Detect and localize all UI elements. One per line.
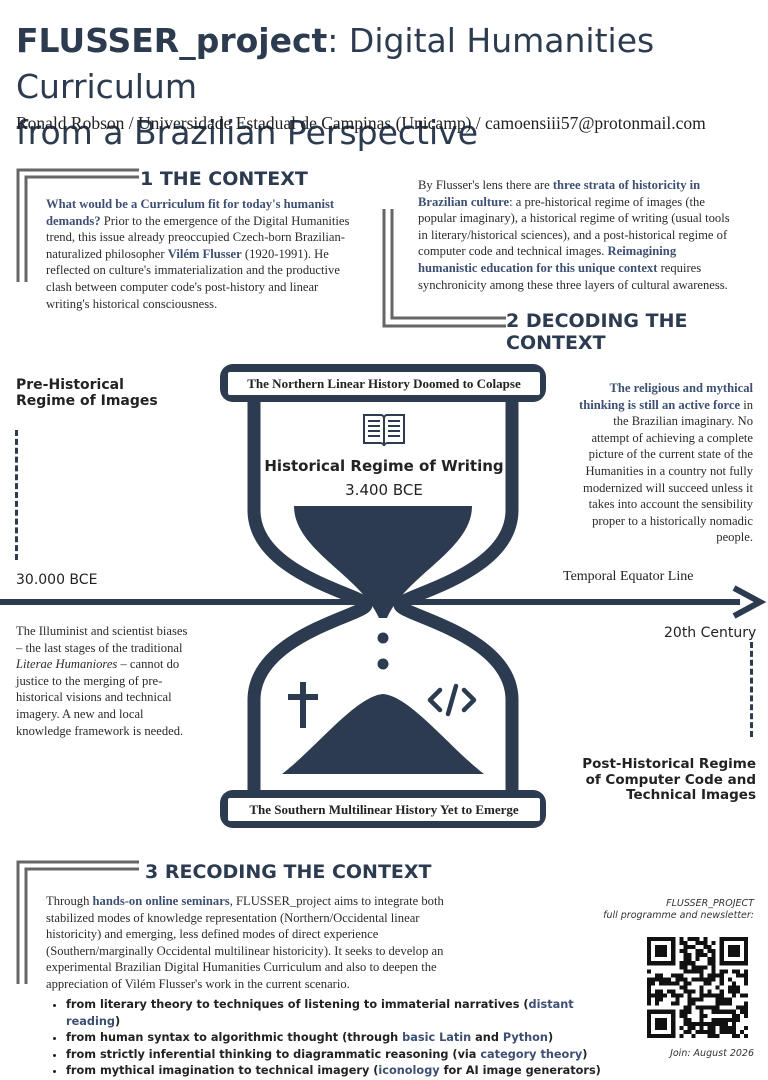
post-historical-label-1: Post-Historical Regime: [582, 756, 756, 772]
qr-caption: FLUSSER_PROJECT full programme and newsl…: [600, 898, 754, 922]
join-date: Join: August 2026: [670, 1048, 754, 1059]
list-item: from strictly inferential thinking to di…: [66, 1047, 606, 1064]
section-3-text: Through hands-on online seminars, FLUSSE…: [46, 893, 476, 993]
pre-historical-dash: [15, 430, 18, 560]
pre-historical-label: Pre-Historical Regime of Images: [16, 377, 158, 409]
writing-regime-label: Historical Regime of Writing: [264, 457, 504, 475]
religious-thinking-text: The religious and mythical thinking is s…: [578, 380, 753, 546]
qr-code[interactable]: [647, 937, 748, 1038]
section-3-text-a: Through: [46, 894, 93, 908]
page-title: FLUSSER_project: Digital Humanities Curr…: [16, 18, 761, 156]
title-brand: FLUSSER_project: [16, 21, 328, 60]
equator-label: Temporal Equator Line: [563, 569, 694, 584]
book-icon: [363, 414, 405, 447]
post-historical-label-2: of Computer Code and: [585, 771, 756, 788]
section-3-text-b: , FLUSSER_project aims to integrate both…: [46, 894, 444, 991]
list-item: from human syntax to algorithmic thought…: [66, 1030, 606, 1047]
section-2-highlight-1: three strata of historicity in Brazilian…: [418, 178, 701, 209]
section-3-heading: 3 RECODING THE CONTEXT: [145, 861, 432, 883]
section-3-bracket: [16, 860, 139, 984]
flusser-name: Vilém Flusser: [167, 246, 242, 261]
section-2-heading: 2 DECODING THE CONTEXT: [506, 310, 688, 354]
section-1-text-a: Prior to the emergence of the Digital Hu…: [46, 213, 350, 261]
cross-icon: [288, 682, 318, 728]
code-icon: [427, 683, 477, 717]
religious-thinking-rest: in the Brazilian imaginary. No attempt o…: [583, 397, 753, 545]
section-1-text-b: (1920-1991). He reflected on culture's i…: [46, 246, 340, 311]
title-part-2: from a Brazilian Perspective: [16, 113, 478, 152]
curriculum-list: from literary theory to techniques of li…: [46, 997, 606, 1080]
section-1-bracket: [16, 168, 139, 282]
list-item: from mythical imagination to technical i…: [66, 1063, 606, 1080]
illuminist-text-b: – cannot do justice to the merging of pr…: [16, 657, 184, 738]
pre-historical-label-1: Pre-Historical: [16, 377, 124, 393]
title-part-1: : Digital Humanities Curriculum: [16, 21, 655, 106]
illuminist-text-italic: Literae Humaniores: [16, 657, 118, 672]
section-2-text-a: By Flusser's lens there are: [418, 178, 553, 192]
illuminist-text-a: The Illuminist and scientist biases – th…: [16, 624, 188, 655]
southern-history-label: The Southern Multilinear History Yet to …: [228, 798, 540, 821]
section-2-text-c: requires synchronicity among these three…: [418, 260, 728, 292]
section-2-bracket: [382, 209, 506, 328]
post-historical-label: Post-Historical Regime of Computer Code …: [560, 756, 756, 804]
date-left: 30.000 BCE: [16, 572, 98, 588]
section-1-question: What would be a Curriculum fit for today…: [46, 197, 335, 228]
illuminist-text: The Illuminist and scientist biases – th…: [16, 623, 188, 739]
writing-regime-date: 3.400 BCE: [345, 481, 423, 499]
byline: Ronald Robson / Universidade Estadual de…: [16, 113, 706, 133]
qr-caption-1: FLUSSER_PROJECT: [666, 898, 754, 909]
post-historical-dash: [750, 642, 753, 737]
section-2-highlight-2: Reimagining humanistic education for thi…: [418, 244, 677, 275]
date-right: 20th Century: [664, 625, 757, 641]
pre-historical-label-2: Regime of Images: [16, 393, 158, 409]
section-2-text: By Flusser's lens there are three strata…: [418, 177, 738, 293]
religious-thinking-highlight: The religious and mythical thinking is s…: [579, 381, 753, 412]
northern-history-label: The Northern Linear History Doomed to Co…: [228, 372, 540, 395]
section-1-text: What would be a Curriculum fit for today…: [46, 196, 356, 312]
section-3-highlight: hands-on online seminars: [92, 894, 230, 908]
post-historical-label-3: Technical Images: [626, 787, 756, 803]
qr-caption-2: full programme and newsletter:: [603, 910, 754, 921]
section-1-heading: 1 THE CONTEXT: [140, 168, 308, 190]
list-item: from literary theory to techniques of li…: [66, 997, 606, 1030]
section-2-text-b: : a pre-historical regime of images (the…: [418, 194, 730, 259]
